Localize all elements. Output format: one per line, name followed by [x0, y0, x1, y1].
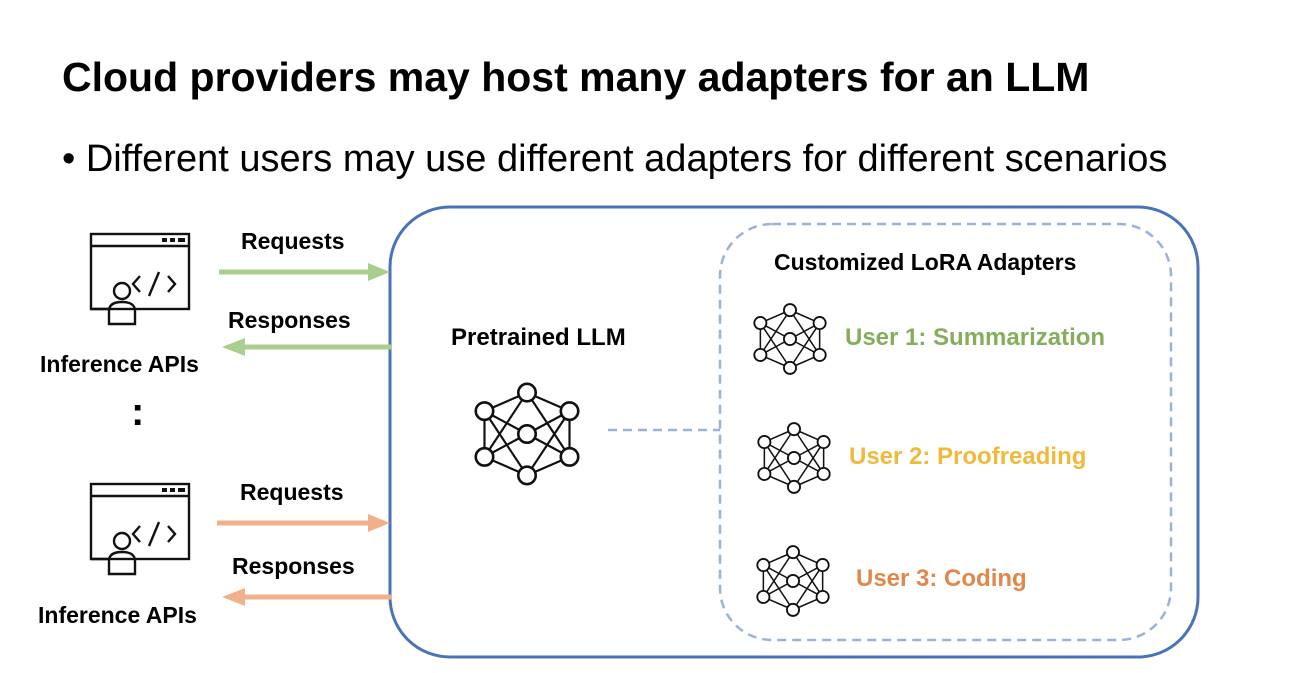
response-arrow [222, 338, 392, 356]
pretrained-llm-label: Pretrained LLM [451, 324, 626, 351]
request-arrow [217, 514, 390, 532]
client-caption: Inference APIs [38, 602, 197, 628]
responses-label: Responses [232, 553, 355, 579]
request-arrow [219, 263, 390, 281]
client-app-icon [89, 482, 191, 576]
adapter-icon [757, 422, 831, 494]
adapters-title: Customized LoRA Adapters [774, 249, 1077, 275]
client-caption: Inference APIs [40, 351, 199, 377]
client-app-icon [89, 232, 191, 326]
requests-label: Requests [241, 228, 345, 254]
adapter-label-user-1: User 1: Summarization [845, 324, 1106, 351]
adapter-icon [753, 303, 827, 375]
responses-label: Responses [228, 307, 351, 333]
slide-title: Cloud providers may host many adapters f… [62, 54, 1090, 100]
bullet-point: • Different users may use different adap… [62, 138, 1168, 180]
adapter-label-user-3: User 3: Coding [856, 565, 1027, 592]
vertical-ellipsis: : [131, 390, 145, 434]
adapter-label-user-2: User 2: Proofreading [849, 443, 1087, 470]
adapter-group-boundary [718, 222, 1173, 642]
server-boundary [388, 205, 1200, 659]
response-arrow [222, 588, 392, 606]
pretrained-llm-icon [474, 382, 580, 486]
adapter-icon [756, 545, 830, 617]
requests-label: Requests [240, 479, 344, 505]
